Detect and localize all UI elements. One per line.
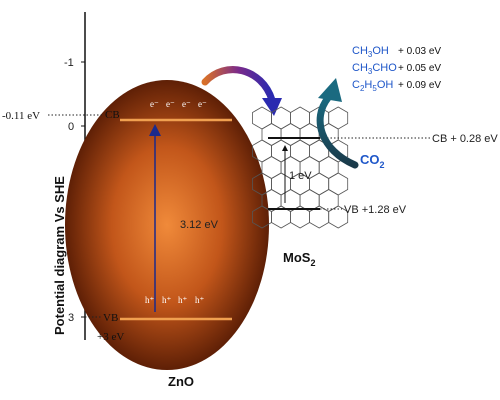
zno-cb-value: -0.11 eV — [2, 110, 40, 122]
lattice-hexagon — [261, 156, 282, 179]
mos2-name: MoS2 — [283, 250, 315, 268]
electron-transfer-arrow — [201, 66, 276, 104]
lattice-hexagon — [271, 172, 292, 196]
tick-label-0: 0 — [68, 121, 74, 133]
lattice-hexagon — [328, 205, 349, 229]
hole: h⁺ — [145, 295, 155, 305]
product-methanol: CH3OH + 0.03 eV — [352, 45, 441, 59]
lattice-hexagon — [328, 106, 349, 130]
electron: e⁻ — [150, 99, 159, 109]
axis-label: Potential diagram Vs SHE — [52, 176, 67, 335]
lattice-hexagon — [271, 139, 292, 163]
lattice-hexagon — [290, 106, 311, 130]
reduction-arrowhead — [318, 78, 342, 102]
holes: h⁺ h⁺ h⁺ h⁺ — [145, 295, 205, 305]
products-list: CH3OH + 0.03 eV CH3CHO + 0.05 eV C2H5OH … — [352, 45, 441, 93]
electron-transfer-arrowhead — [262, 98, 282, 116]
mos2-cb-label: CB + 0.28 eV — [432, 133, 498, 145]
mos2-gap: 1 eV — [289, 170, 312, 182]
electron: e⁻ — [166, 99, 175, 109]
lattice-hexagon — [290, 139, 311, 163]
zno-particle — [65, 80, 269, 370]
lattice-hexagon — [252, 106, 272, 130]
tick-label-minus1: -1 — [64, 57, 74, 69]
lattice-hexagon — [299, 123, 320, 146]
lattice-hexagon — [261, 123, 282, 146]
lattice-hexagon — [309, 172, 330, 196]
zno-cb-label: CB — [105, 109, 120, 121]
zno-vb-label: VB — [103, 312, 118, 324]
zno-vb-value: +3 eV — [97, 331, 124, 343]
zno-band-gap: 3.12 eV — [180, 219, 219, 231]
hole: h⁺ — [162, 295, 172, 305]
lattice-hexagon — [328, 172, 349, 196]
electron: e⁻ — [182, 99, 191, 109]
lattice-hexagon — [280, 123, 301, 146]
hole: h⁺ — [195, 295, 205, 305]
reduction-arrow — [316, 94, 359, 169]
product-ethanol: C2H5OH + 0.09 eV — [352, 79, 441, 93]
lattice-hexagon — [318, 156, 339, 179]
hole: h⁺ — [178, 295, 188, 305]
electron: e⁻ — [198, 99, 207, 109]
zno-name: ZnO — [168, 374, 194, 389]
electrons: e⁻ e⁻ e⁻ e⁻ — [150, 99, 207, 109]
co2-label: CO2 — [360, 152, 385, 170]
product-acetaldehyde: CH3CHO + 0.05 eV — [352, 62, 441, 76]
mos2-vb-label: VB +1.28 eV — [344, 204, 407, 216]
tick-label-3: 3 — [68, 312, 74, 324]
lattice-hexagon — [318, 189, 339, 212]
